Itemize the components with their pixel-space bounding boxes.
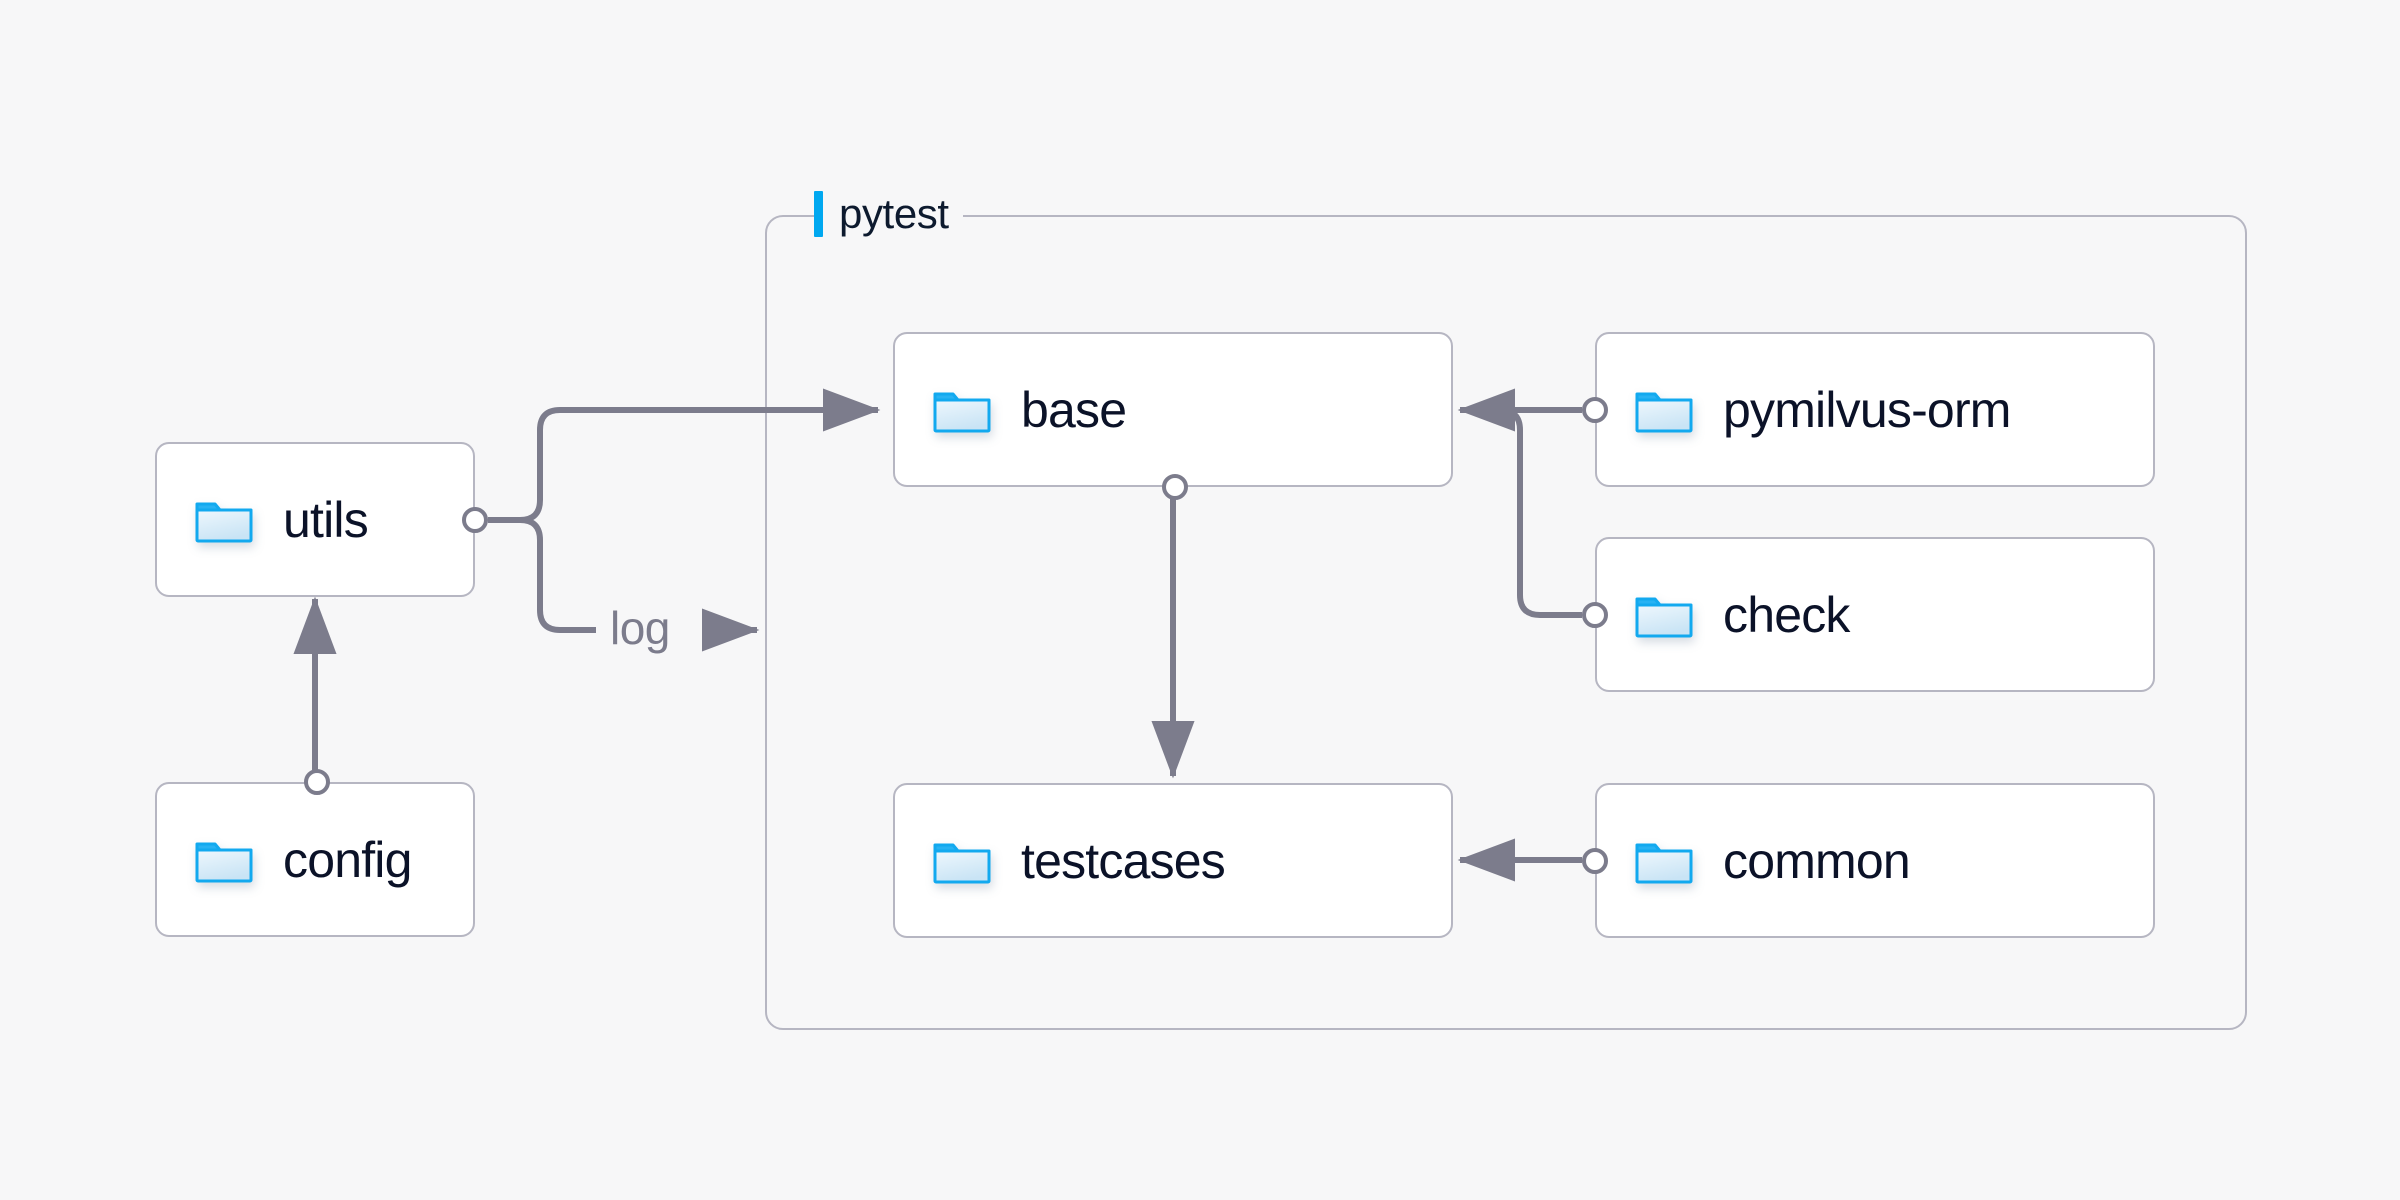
node-base[interactable]: base [893,332,1453,500]
node-utils[interactable]: utils [155,442,488,597]
port-utils-right[interactable] [462,506,488,533]
group-container-pytest [765,215,2247,1030]
group-accent-bar [814,191,823,237]
node-check[interactable]: check [1582,537,2155,692]
node-label: common [1723,832,1911,889]
edge-utils-log-a [488,517,596,633]
node-label: base [1021,381,1127,438]
folder-icon [933,837,991,885]
node-label: pymilvus-orm [1723,381,2011,438]
node-config[interactable]: config [155,769,475,937]
port-config-top[interactable] [304,769,330,795]
group-label-pytest: pytest [814,185,963,243]
node-label: testcases [1021,832,1226,889]
group-title: pytest [839,190,949,237]
node-testcases[interactable]: testcases [893,783,1453,938]
port-base-bottom[interactable] [1162,474,1188,500]
folder-icon [933,386,991,434]
folder-icon [195,496,253,544]
edge-label-log: log [600,605,680,651]
folder-icon [1635,386,1693,434]
node-label: check [1723,586,1850,643]
node-label: config [283,831,412,888]
port-check-left[interactable] [1582,601,1608,628]
node-pymilvus-orm[interactable]: pymilvus-orm [1582,332,2155,487]
folder-icon [1635,837,1693,885]
node-label: utils [283,491,369,548]
port-pymilvus-orm-left[interactable] [1582,396,1608,423]
port-common-left[interactable] [1582,847,1608,874]
folder-icon [195,836,253,884]
node-common[interactable]: common [1582,783,2155,938]
folder-icon [1635,591,1693,639]
